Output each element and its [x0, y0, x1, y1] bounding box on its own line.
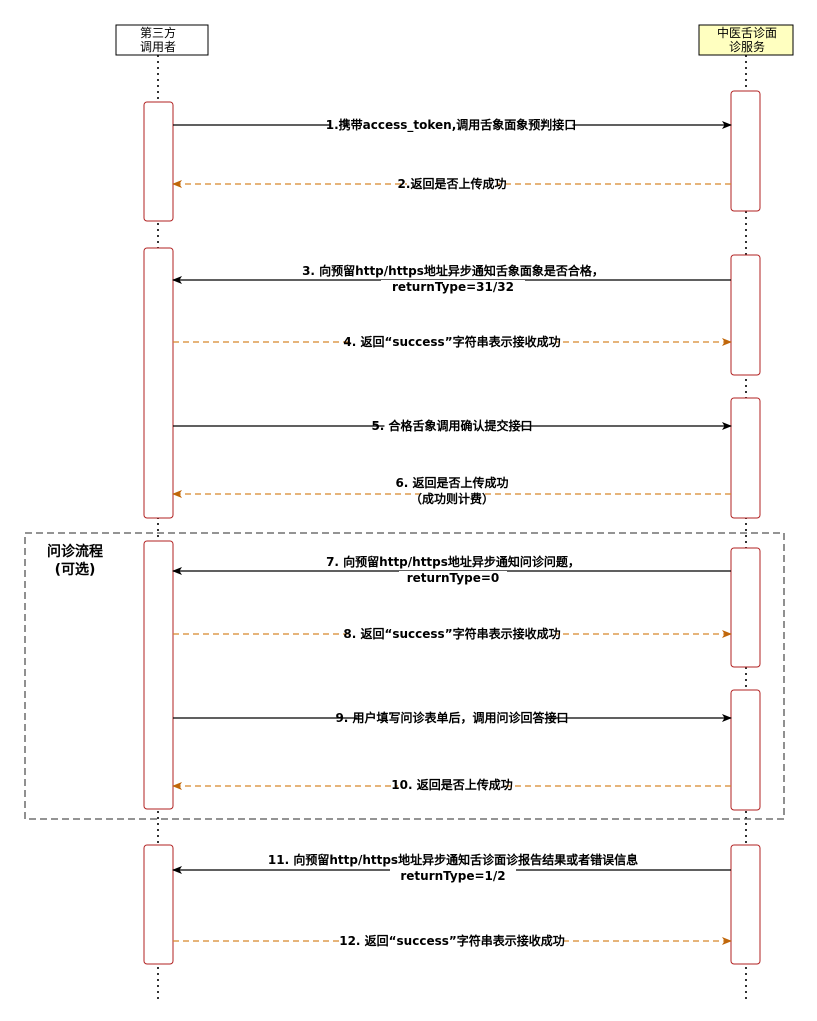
activation-service-9 [730, 689, 761, 811]
actor-label-service: 诊服务 [729, 39, 765, 54]
actor-label-caller: 调用者 [140, 40, 176, 54]
message-label-1-bg [329, 118, 573, 133]
actor-label-service: 中医舌诊面 [717, 25, 777, 40]
message-label-3-bg [381, 280, 525, 295]
frame-label: (可选) [55, 561, 96, 578]
activation-service-10 [730, 844, 761, 965]
message-label-5: 5. 合格舌象调用确认提交接口 [371, 418, 532, 433]
message-label-9-bg [357, 711, 547, 726]
message-label-12-bg [344, 934, 560, 949]
message-label-10-bg [398, 778, 506, 793]
activation-caller-3 [143, 540, 174, 810]
message-label-11: 11. 向预留http/https地址异步通知舌诊面诊报告结果或者错误信息 [268, 852, 638, 867]
message-label-7-bg [399, 571, 507, 586]
frame-optional-flow [24, 532, 785, 820]
message-label-1: 1.携带access_token,调用舌象面象预判接口 [326, 117, 577, 133]
activation-service-5 [730, 90, 761, 212]
activation-service-8 [730, 547, 761, 668]
message-label-11-bg [286, 853, 620, 868]
message-label-3: 3. 向预留http/https地址异步通知舌象面象是否合格， [302, 263, 604, 278]
actor-label-caller: 第三方 [140, 25, 176, 40]
message-label-8-bg [348, 627, 556, 642]
message-label-4-bg [348, 335, 556, 350]
message-label-6-bg [420, 492, 484, 507]
actor-box-service [698, 24, 794, 56]
message-label-4: 4. 返回“success”字符串表示接收成功 [343, 334, 560, 349]
message-label-7-bg [331, 555, 575, 570]
message-label-6: 6. 返回是否上传成功 [395, 475, 508, 490]
message-label-9: 9. 用户填写问诊表单后，调用问诊回答接口 [335, 710, 568, 725]
message-label-2: 2.返回是否上传成功 [398, 176, 507, 191]
message-label-5-bg [384, 419, 520, 434]
message-label-11-bg [390, 869, 516, 884]
activation-caller-2 [143, 247, 174, 519]
message-label-2-bg [407, 177, 497, 192]
message-label-6-bg [402, 476, 502, 491]
activation-service-7 [730, 397, 761, 519]
message-label-6: （成功则计费） [410, 491, 494, 506]
message-label-8: 8. 返回“success”字符串表示接收成功 [343, 626, 560, 641]
message-label-3: returnType=31/32 [392, 280, 514, 294]
activation-caller-1 [143, 101, 174, 222]
activation-caller-4 [143, 844, 174, 965]
message-label-3-bg [313, 264, 593, 279]
message-label-12: 12. 返回“success”字符串表示接收成功 [339, 933, 565, 948]
frame-label: 问诊流程 [47, 543, 103, 560]
message-label-7: 7. 向预留http/https地址异步通知问诊问题， [326, 554, 580, 569]
activation-service-6 [730, 254, 761, 376]
actor-box-caller [115, 24, 209, 56]
message-label-10: 10. 返回是否上传成功 [391, 777, 512, 792]
message-label-11: returnType=1/2 [400, 869, 505, 883]
message-label-7: returnType=0 [407, 571, 500, 585]
